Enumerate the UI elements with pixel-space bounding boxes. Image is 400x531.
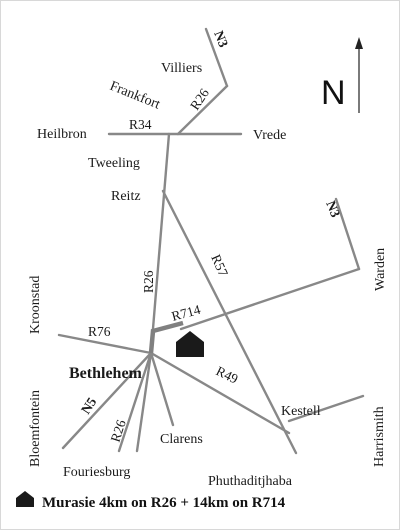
- road-clarens: [149, 351, 175, 427]
- road-label-r76: R76: [88, 324, 111, 339]
- legend-house-icon: [16, 491, 34, 507]
- road-label-r57: R57: [208, 252, 231, 279]
- route-to-murasie: [148, 320, 184, 354]
- legend-text: Murasie 4km on R26 + 14km on R714: [42, 495, 286, 511]
- town-phuthaditjhaba: Phuthaditjhaba: [208, 474, 293, 489]
- north-arrow-icon: [355, 37, 363, 113]
- town-heilbron: Heilbron: [37, 127, 87, 142]
- town-kestell: Kestell: [281, 404, 321, 419]
- road-n3-right: [334, 197, 361, 271]
- road-r26-villiers: [176, 84, 229, 136]
- road-label-r34: R34: [129, 117, 152, 132]
- road-r714: [179, 267, 361, 331]
- road-label-n3-top: N3: [211, 29, 231, 50]
- house-icon: [176, 331, 204, 357]
- road-label-r714: R714: [170, 302, 202, 324]
- road-kestell-harrismith: [287, 394, 365, 423]
- town-fouriesburg: Fouriesburg: [63, 465, 130, 480]
- town-frankfort: Frankfort: [108, 79, 163, 113]
- town-villiers: Villiers: [161, 61, 202, 76]
- road-label-n3-right: N3: [323, 199, 343, 220]
- road-south: [135, 351, 153, 453]
- town-tweeling: Tweeling: [88, 156, 140, 171]
- road-n5: [61, 351, 153, 450]
- road-n3-top: [204, 27, 229, 88]
- town-bethlehem: Bethlehem: [69, 365, 143, 382]
- road-label-r26-mid: R26: [141, 270, 156, 293]
- town-clarens: Clarens: [160, 432, 203, 447]
- road-label-r26-top: R26: [187, 85, 212, 112]
- town-reitz: Reitz: [111, 189, 141, 204]
- road-label-r26-bottom: R26: [108, 418, 129, 444]
- town-warden: Warden: [373, 248, 388, 291]
- road-r57: [161, 189, 298, 455]
- road-r26-north: [149, 132, 171, 355]
- north-letter: N: [321, 74, 346, 112]
- road-label-r49: R49: [214, 363, 241, 386]
- road-r76: [57, 333, 153, 355]
- road-r26-south: [117, 351, 153, 453]
- town-vrede: Vrede: [253, 128, 286, 143]
- road-r49: [149, 351, 291, 435]
- town-bloemfontein: Bloemfontein: [28, 390, 43, 467]
- town-kroonstad: Kroonstad: [28, 276, 43, 334]
- town-harrismith: Harrismith: [372, 406, 387, 467]
